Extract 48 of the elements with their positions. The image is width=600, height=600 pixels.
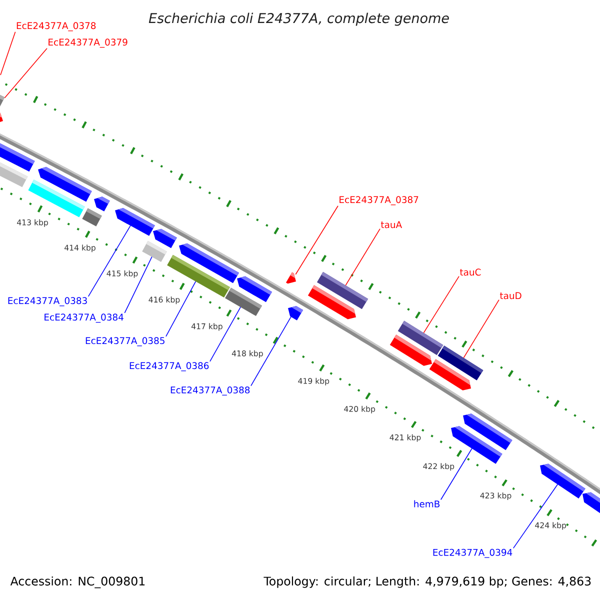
gene-pentagon	[582, 492, 600, 514]
gene-block	[142, 240, 167, 262]
leader-line	[463, 299, 500, 358]
leader-line	[88, 225, 131, 297]
leader-line	[423, 276, 460, 334]
footer-text: Accession: NC_009801	[10, 576, 145, 588]
gene-pentagon	[237, 276, 272, 302]
leader-line	[124, 256, 152, 314]
title: Escherichia coli E24377A, complete genome	[148, 12, 449, 26]
gene-pentagon	[153, 228, 177, 248]
gene-block	[316, 272, 368, 310]
gene-block	[82, 208, 102, 226]
gene-block	[0, 162, 28, 188]
gene-pentagon	[463, 414, 512, 450]
leader-line	[166, 281, 196, 337]
gene-pentagon	[0, 112, 3, 122]
gene-block	[438, 346, 484, 380]
gene-pentagon	[286, 272, 296, 284]
gene-label: EcE24377A_0378	[16, 22, 96, 32]
leader-line	[295, 205, 338, 275]
leader-line	[440, 448, 472, 500]
gene-pentagon	[94, 196, 110, 212]
gene-pentagon	[38, 166, 92, 202]
gene-label: EcE24377A_0394	[433, 548, 512, 558]
gene-label: tauD	[500, 292, 522, 300]
gene-label: EcE24377A_0388	[170, 386, 250, 396]
gene-label: EcE24377A_0379	[48, 38, 128, 48]
gene-label: EcE24377A_0383	[8, 297, 87, 306]
gene-label: EcE24377A_0387	[340, 196, 418, 206]
gene-label: EcE24377A_0384	[44, 314, 124, 323]
gene-label: EcE24377A_0386	[130, 362, 209, 372]
leader-line	[4, 48, 48, 98]
gene-label: tauA	[380, 221, 402, 228]
gene-label: hemB	[414, 500, 440, 508]
leader-line	[0, 31, 16, 76]
gene-pentagon	[288, 306, 304, 320]
gene-label: EcE24377A_0385	[86, 337, 164, 346]
leader-line	[210, 306, 241, 362]
gene-block	[398, 320, 444, 356]
leader-line	[345, 228, 380, 286]
gene-block	[0, 94, 5, 106]
gene-label: tauC	[460, 268, 481, 276]
gene-pentagon	[115, 208, 155, 236]
footer-text: Topology: circular; Length: 4,979,619 bp; Genes: 4,863	[264, 576, 591, 588]
leader-line	[250, 316, 292, 386]
gene-pentagon	[540, 464, 586, 499]
leader-line	[512, 484, 558, 549]
gene-pentagon	[179, 243, 239, 284]
